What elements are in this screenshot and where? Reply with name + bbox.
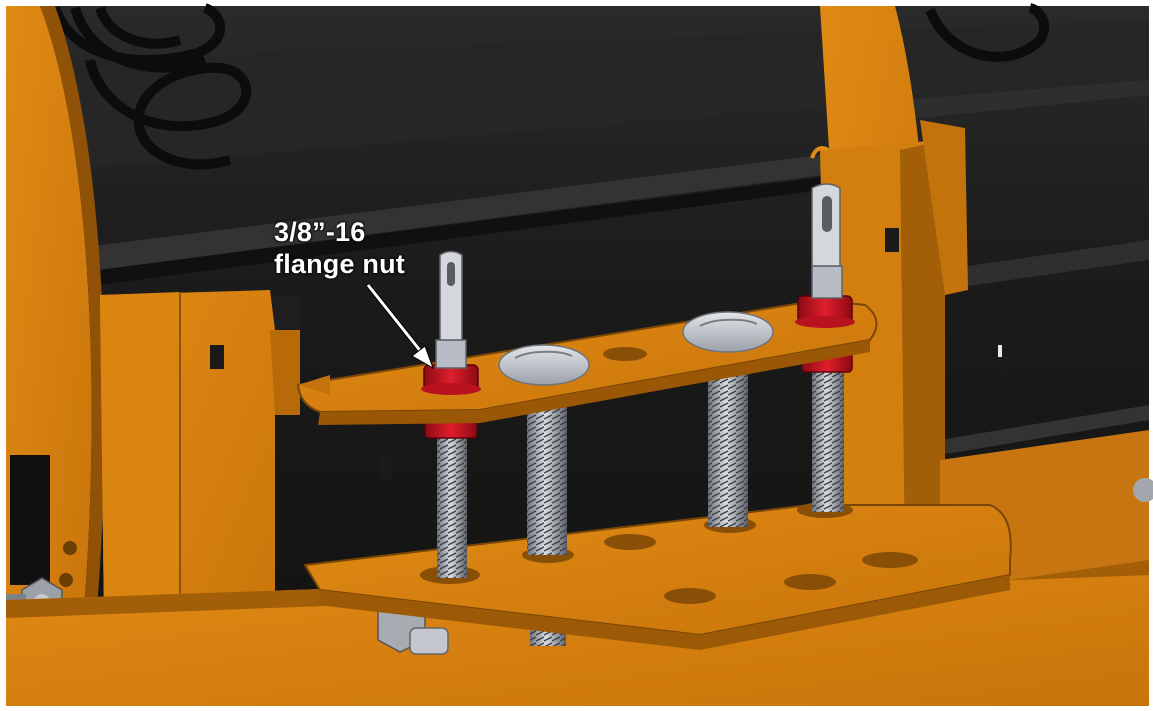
carriage-bolt xyxy=(498,311,774,386)
spring-coil xyxy=(50,3,1050,170)
bracket-tab xyxy=(810,146,830,159)
clevis-pin xyxy=(435,183,843,369)
callout-line-1: 3/8”-16 xyxy=(274,217,366,247)
callout-arrow xyxy=(366,283,434,370)
flange-nut xyxy=(421,295,855,395)
callout-label: 3/8”-16 flange nut xyxy=(274,216,474,280)
callout-line-2: flange nut xyxy=(274,249,405,279)
mounting-bracket-right xyxy=(820,6,1012,640)
threaded-rod xyxy=(437,360,844,578)
